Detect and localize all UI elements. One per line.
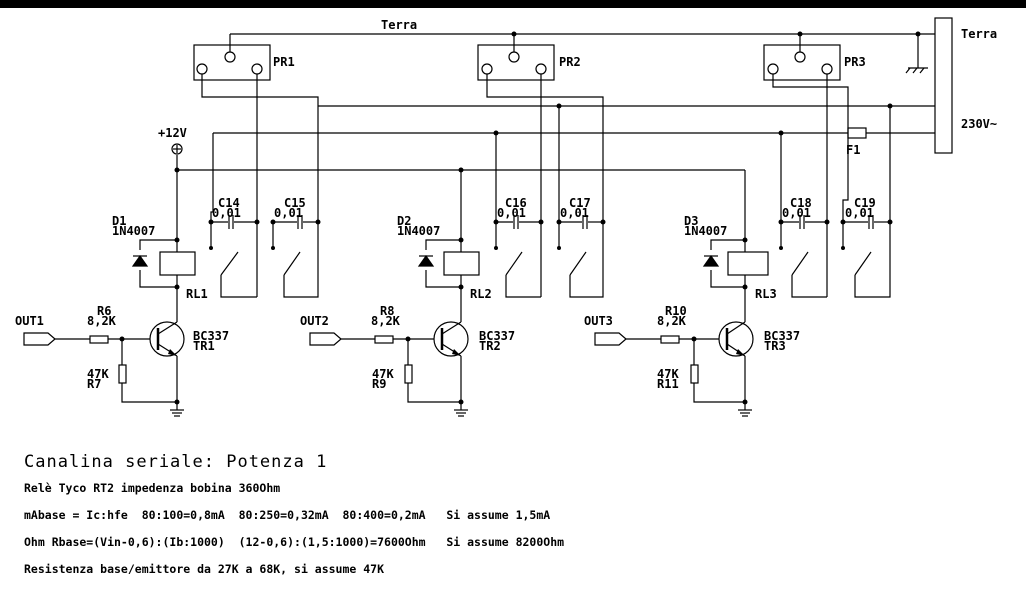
label-labels-cap_value: 0,01 xyxy=(497,206,526,220)
label-channels-0-out: OUT1 xyxy=(15,314,44,328)
label-labels-res_base_value: 8,2K xyxy=(657,314,687,328)
terra-top-label: Terra xyxy=(381,18,417,32)
label-labels-res_be_value: 47K xyxy=(87,367,109,381)
terminal-block xyxy=(934,17,953,154)
label-channels-0-relay: RL1 xyxy=(186,287,208,301)
label-channels-1-out: OUT2 xyxy=(300,314,329,328)
label-channels-1-relay: RL2 xyxy=(470,287,492,301)
label-channels-2-diode: D3 xyxy=(684,214,698,228)
label-channels-0-diode: D1 xyxy=(112,214,126,228)
label-labels-diode_part: 1N4007 xyxy=(112,224,155,238)
notes-title: Canalina seriale: Potenza 1 xyxy=(24,452,328,472)
label-channels-1-rb: R8 xyxy=(380,304,394,318)
label-labels-cap_value: 0,01 xyxy=(560,206,589,220)
top-border xyxy=(0,0,1026,8)
label-channels-0-c_b: C15 xyxy=(284,196,306,210)
fuse-label: F1 xyxy=(846,143,860,157)
label-channels-2-rbe: R11 xyxy=(657,377,679,391)
mains-label: 230V~ xyxy=(961,117,997,131)
label-channels-2-pr: PR3 xyxy=(844,55,866,69)
terra-right-label: Terra xyxy=(961,27,997,41)
label-channels-1-c_a: C16 xyxy=(505,196,527,210)
channel-2: PR2 D2 1N4007 C16 0,01 C17 0,01 RL2 OUT2… xyxy=(300,34,606,417)
label-labels-res_base_value: 8,2K xyxy=(87,314,117,328)
label-labels-cap_value: 0,01 xyxy=(212,206,241,220)
label-labels-res_be_value: 47K xyxy=(372,367,394,381)
label-labels-transistor_part: BC337 xyxy=(479,329,515,343)
label-labels-transistor_part: BC337 xyxy=(193,329,229,343)
label-labels-transistor_part: BC337 xyxy=(764,329,800,343)
note-be-resistor: Resistenza base/emittore da 27K a 68K, s… xyxy=(24,562,385,576)
label-channels-1-pr: PR2 xyxy=(559,55,581,69)
fuse-f1: F1 xyxy=(846,127,867,157)
label-labels-cap_value: 0,01 xyxy=(782,206,811,220)
label-channels-0-pr: PR1 xyxy=(273,55,295,69)
label-channels-2-tr: TR3 xyxy=(764,339,786,353)
label-channels-0-rbe: R7 xyxy=(87,377,101,391)
label-channels-1-tr: TR2 xyxy=(479,339,501,353)
common-wiring xyxy=(174,31,948,240)
label-channels-2-relay: RL3 xyxy=(755,287,777,301)
label-labels-cap_value: 0,01 xyxy=(845,206,874,220)
label-labels-diode_part: 1N4007 xyxy=(684,224,727,238)
label-labels-res_be_value: 47K xyxy=(657,367,679,381)
label-channels-1-diode: D2 xyxy=(397,214,411,228)
label-channels-2-c_a: C18 xyxy=(790,196,812,210)
label-channels-0-tr: TR1 xyxy=(193,339,215,353)
label-channels-0-rb: R6 xyxy=(97,304,111,318)
notes-block: Canalina seriale: Potenza 1 Relè Tyco RT… xyxy=(24,452,564,588)
channel-3: PR3 D3 1N4007 C18 0,01 C19 0,01 RL3 OUT3… xyxy=(584,34,893,417)
label-channels-2-rb: R10 xyxy=(665,304,687,318)
channel-1: PR1 D1 1N4007 C14 0,01 C15 0,01 RL1 OUT1… xyxy=(15,34,321,417)
supply-12v: +12V xyxy=(158,126,187,155)
label-labels-diode_part: 1N4007 xyxy=(397,224,440,238)
label-channels-0-c_a: C14 xyxy=(218,196,240,210)
label-channels-1-c_b: C17 xyxy=(569,196,591,210)
note-base-current: mAbase = Ic:hfe 80:100=0,8mA 80:250=0,32… xyxy=(24,508,551,522)
supply-label: +12V xyxy=(158,126,187,140)
note-relay: Relè Tyco RT2 impedenza bobina 360Ohm xyxy=(24,481,281,495)
label-labels-res_base_value: 8,2K xyxy=(371,314,401,328)
note-base-resistor: Ohm Rbase=(Vin-0,6):(Ib:1000) (12-0,6):(… xyxy=(24,535,565,549)
label-channels-2-c_b: C19 xyxy=(854,196,876,210)
label-channels-1-rbe: R9 xyxy=(372,377,386,391)
label-channels-2-out: OUT3 xyxy=(584,314,613,328)
label-labels-cap_value: 0,01 xyxy=(274,206,303,220)
